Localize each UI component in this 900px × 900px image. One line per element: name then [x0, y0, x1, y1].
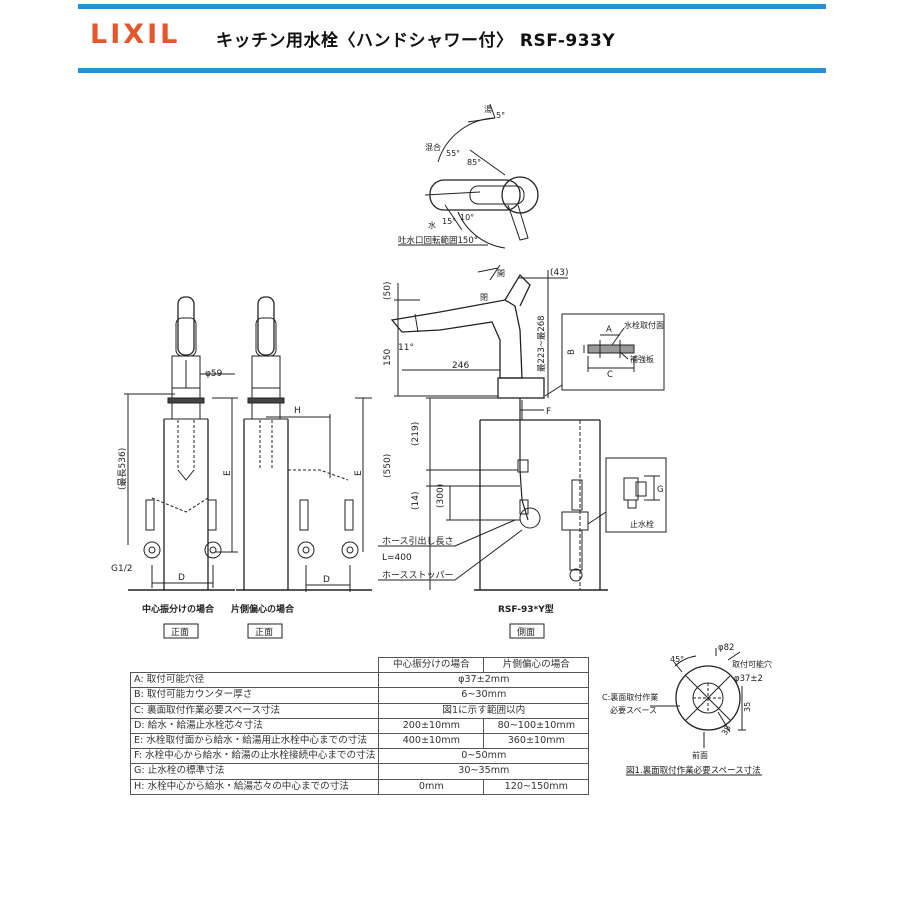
col-offset-header: 片側偏心の場合 [483, 656, 590, 674]
table-row: A: 取付可能穴径 φ37±2mm [129, 672, 590, 689]
dim-f: F [546, 407, 551, 417]
technical-drawing: 湯 5° 混合 55° 85° 水 15° 10° 吐水口回転範囲150° [111, 103, 667, 639]
angle-55: 55° [446, 149, 460, 158]
header-bottom-rule [78, 68, 826, 73]
fig1-c-label2: 必要スペース [610, 705, 657, 715]
view-front-offset: 正面 [255, 627, 273, 638]
fig1-caption: 図1.裏面取付作業必要スペース寸法 [626, 765, 761, 776]
dim-11deg: 11° [398, 343, 414, 353]
fig1-phi82: φ82 [718, 643, 734, 653]
dim-d-center: D [178, 573, 185, 583]
dim-246: 246 [452, 361, 469, 371]
fig1-38: 38 [720, 724, 733, 737]
fig1-45deg: 45° [670, 655, 684, 664]
dim-14: (14) [411, 492, 421, 510]
table-row: C: 裏面取付作業必要スペース寸法 図1に示す範囲以内 [129, 702, 590, 719]
view-side: 側面 [517, 626, 535, 638]
dim-d-offset: D [323, 575, 330, 585]
table-row: D: 給水・給湯止水栓芯々寸法 200±10mm 80~100±10mm [129, 717, 590, 734]
detail-valve: G 止水栓 [587, 457, 667, 533]
dim-e-offset: E [354, 470, 364, 476]
lixil-logo: LIXIL [90, 19, 181, 50]
angle-85: 85° [467, 158, 481, 167]
fig1-hole-dim: φ37±2 [734, 674, 763, 684]
dim-50: (50) [383, 282, 393, 300]
label-hose-stopper: ホースストッパー [382, 570, 454, 581]
fig1-c-label1: C:裏面取付作業 [602, 692, 658, 702]
label-mount-surface: 水栓取付面 [624, 320, 664, 330]
side-view: 開 閉 (43) (50) 150 11° 246 最223~最268 (219… [378, 264, 608, 639]
angle-15: 15° [442, 217, 456, 226]
dim-max536: (最長536) [117, 448, 128, 490]
dim-223-268: 最223~最268 [537, 315, 547, 372]
front-view-offset: H E D 片側偏心の場合 正面 [231, 296, 372, 639]
dim-300: (300) [436, 484, 446, 508]
angle-5-top: 5° [496, 111, 505, 120]
dim-219: (219) [411, 422, 421, 446]
view-front-center: 正面 [171, 627, 189, 638]
angle-10: 10° [460, 213, 474, 222]
label-open: 開 [497, 269, 505, 278]
fig1-front: 前面 [692, 750, 708, 760]
label-stop-valve: 止水栓 [630, 519, 654, 529]
dim-g12: G1/2 [111, 564, 132, 574]
spec-table: 中心振分けの場合 片側偏心の場合 A: 取付可能穴径 φ37±2mm B: 取付… [129, 656, 590, 795]
dim-e-center: E [223, 470, 233, 476]
dim-h: H [294, 406, 301, 416]
label-reinforce: 補強板 [630, 354, 654, 364]
figure1-backspace: 45° φ82 取付可能穴 φ37±2 C:裏面取付作業 必要スペース 35 3… [602, 643, 772, 776]
label-close: 閉 [480, 293, 488, 302]
label-hot: 湯 [484, 104, 492, 114]
page-header: LIXIL キッチン用水栓〈ハンドシャワー付〉 RSF-933Y [78, 0, 826, 76]
dim-c: C [607, 370, 613, 380]
dim-g: G [657, 485, 664, 495]
label-l400: L=400 [382, 553, 412, 563]
fig1-hole: 取付可能穴 [732, 659, 772, 669]
rotation-range: 吐水口回転範囲150° [398, 235, 478, 246]
top-view: 湯 5° 混合 55° 85° 水 15° 10° 吐水口回転範囲150° [398, 103, 539, 249]
table-row: E: 水栓取付面から給水・給湯用止水栓中心までの寸法 400±10mm 360±… [129, 732, 590, 750]
dim-43: (43) [550, 268, 568, 278]
dim-550: (550) [383, 454, 393, 478]
label-water: 水 [428, 220, 436, 230]
table-row: F: 水栓中心から給水・給湯の止水栓接続中心までの寸法 0~50mm [129, 748, 590, 765]
front-view-center: φ59 (最長536) E G1/2 D 中心振分けの場合 正面 [111, 296, 238, 639]
fig1-35: 35 [743, 702, 752, 712]
label-hose-length: ホース引出し長さ [382, 535, 454, 547]
dim-a: A [606, 325, 612, 335]
dim-b: B [567, 349, 577, 355]
table-row: G: 止水栓の標準寸法 30~35mm [129, 763, 590, 780]
col-center-header: 中心振分けの場合 [378, 656, 485, 674]
dim-150: 150 [383, 349, 393, 366]
caption-offset: 片側偏心の場合 [231, 603, 295, 615]
caption-center: 中心振分けの場合 [142, 603, 215, 615]
header-top-rule [78, 4, 826, 9]
label-mix: 混合 [425, 142, 441, 152]
page-title: キッチン用水栓〈ハンドシャワー付〉 RSF-933Y [216, 31, 616, 51]
dim-phi59: φ59 [205, 369, 223, 379]
table-row: H: 水栓中心から給水・給湯芯々の中心までの寸法 0mm 120~150mm [129, 778, 590, 795]
table-row: B: 取付可能カウンター厚さ 6~30mm [129, 687, 590, 704]
caption-side-model: RSF-93*Y型 [498, 603, 554, 615]
detail-mount: A B C 水栓取付面 補強板 [544, 313, 665, 397]
